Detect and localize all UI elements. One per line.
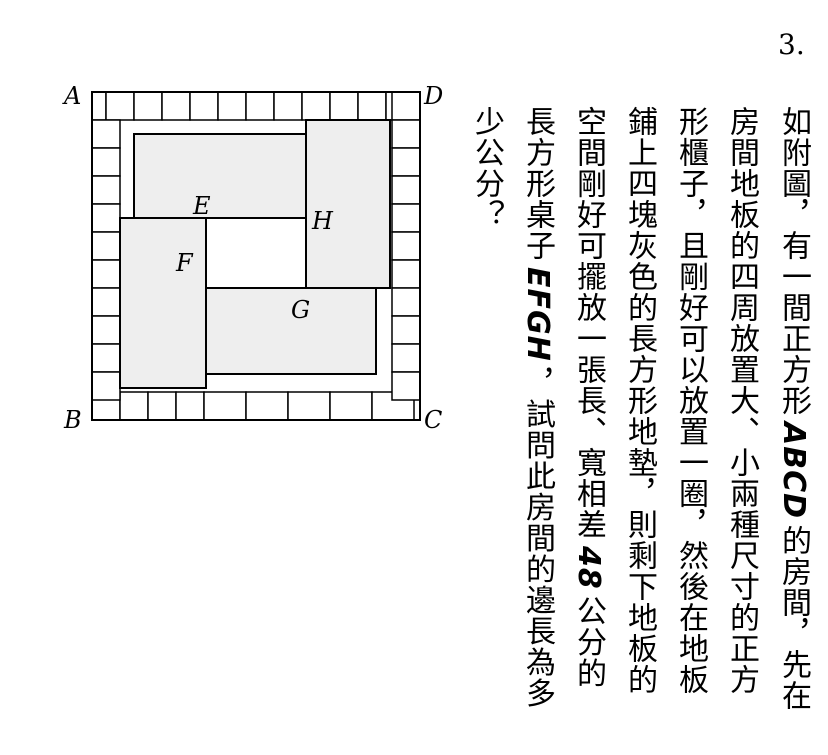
mat-right: [305, 119, 391, 289]
corner-label-c: C: [424, 406, 442, 434]
text-column-3: 形櫃子，且剛好可以放置一圈，然後在地板: [672, 106, 708, 695]
text-column-1: 如附圖，有一間正方形 ABCD 的房間，先在: [775, 106, 811, 711]
text-segment: EFGH: [520, 267, 555, 362]
cabinet-cell: [105, 91, 135, 121]
mat-top: [133, 133, 307, 219]
cabinet-cell: [175, 391, 205, 421]
text-segment: 空間剛好可擺放一張長、寬相差: [571, 106, 606, 540]
cabinet-cell: [189, 91, 219, 121]
text-segment: ABCD: [776, 422, 811, 520]
cabinet-cell: [329, 91, 359, 121]
text-segment: 鋪上四塊灰色的長方形地墊，則剩下地板的: [622, 106, 657, 695]
text-column-7: 少公分？: [468, 106, 504, 230]
cabinet-cell: [91, 203, 121, 233]
cabinet-cell: [391, 203, 421, 233]
text-segment: 少公分？: [469, 106, 504, 230]
cabinet-cell: [391, 371, 421, 401]
cabinet-cell: [161, 91, 191, 121]
text-column-6: 長方形桌子 EFGH ，試問此房間的邊長為多: [519, 106, 555, 709]
cabinet-cell: [91, 175, 121, 205]
cabinet-cell: [391, 259, 421, 289]
cabinet-cell: [91, 287, 121, 317]
text-segment: 48: [571, 546, 606, 590]
point-label-g: G: [291, 296, 310, 324]
corner-label-b: B: [63, 406, 82, 434]
floor-mats: [119, 119, 391, 389]
text-segment: ，試問此房間的邊長為多: [520, 367, 555, 709]
cabinet-cell: [217, 91, 247, 121]
clipped-adjacent-text: [812, 40, 828, 320]
problem-number: 3.: [778, 28, 805, 61]
text-segment: 如附圖，有一間正方形: [776, 106, 811, 416]
cabinet-cell: [91, 231, 121, 261]
cabinet-cell: [301, 91, 331, 121]
text-column-2: 房間地板的四周放置大、小兩種尺寸的正方: [723, 106, 759, 695]
point-label-f: F: [175, 249, 194, 277]
cabinet-cell: [91, 343, 121, 373]
text-column-5: 空間剛好可擺放一張長、寬相差 48 公分的: [570, 106, 606, 689]
corner-label-d: D: [423, 82, 443, 110]
text-segment: 公分的: [571, 595, 606, 689]
cabinet-cell: [287, 391, 331, 421]
room-outline: [91, 91, 421, 421]
cabinet-cell: [391, 343, 421, 373]
square-room-figure: A D B C E F G H: [62, 82, 443, 434]
cabinet-cell: [147, 391, 177, 421]
cabinet-cell: [329, 391, 373, 421]
cabinet-cell: [391, 287, 421, 317]
cabinet-cell: [357, 91, 387, 121]
cabinet-cell: [91, 91, 107, 121]
text-segment: 長方形桌子: [520, 106, 555, 261]
mat-bottom: [205, 287, 377, 375]
cabinet-cell: [245, 391, 289, 421]
corner-label-a: A: [62, 82, 81, 110]
cabinet-ring: [91, 91, 421, 421]
cabinet-cell: [273, 91, 303, 121]
cabinet-cell: [133, 91, 163, 121]
cabinet-cell: [91, 119, 121, 149]
cabinet-cell: [91, 371, 121, 401]
text-segment: 形櫃子，且剛好可以放置一圈，然後在地板: [673, 106, 708, 695]
cabinet-cell: [391, 119, 421, 149]
text-column-4: 鋪上四塊灰色的長方形地墊，則剩下地板的: [621, 106, 657, 695]
cabinet-cell: [391, 175, 421, 205]
cabinet-cell: [91, 259, 121, 289]
cabinet-cell: [245, 91, 275, 121]
text-segment: 的房間，先在: [776, 525, 811, 712]
mat-left: [119, 217, 207, 389]
point-label-e: E: [192, 192, 211, 220]
cabinet-cell: [391, 147, 421, 177]
cabinet-cell: [391, 315, 421, 345]
cabinet-cell: [391, 231, 421, 261]
cabinet-cell: [203, 391, 247, 421]
cabinet-cell: [91, 315, 121, 345]
cabinet-cell: [91, 147, 121, 177]
text-segment: 房間地板的四周放置大、小兩種尺寸的正方: [724, 106, 759, 695]
cabinet-cell: [391, 91, 421, 121]
point-label-h: H: [311, 207, 334, 235]
cabinet-cell: [119, 391, 149, 421]
